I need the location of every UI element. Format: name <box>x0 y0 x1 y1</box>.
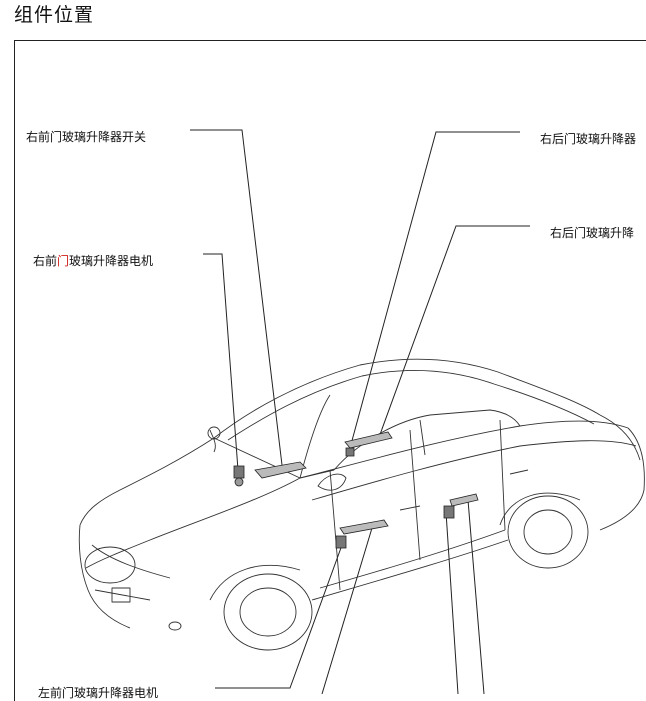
components <box>233 431 479 549</box>
leader-rr-motor <box>377 225 530 441</box>
leader-rr-switch <box>349 131 520 449</box>
leader-lines <box>190 129 530 694</box>
label-rr-window-switch: 右后门玻璃升降器 <box>540 132 637 146</box>
label-rf-window-motor: 右前门玻璃升降器电机 <box>33 254 153 268</box>
leader-lf-switch <box>321 527 373 694</box>
label-rf-suffix: 玻璃升降器电机 <box>69 254 154 268</box>
label-rf-window-switch: 右前门玻璃升降器开关 <box>26 130 147 144</box>
leader-rf-motor <box>203 253 239 471</box>
car-body <box>78 358 645 651</box>
leader-lf-motor <box>215 544 343 689</box>
label-rf-prefix: 右前 <box>33 254 58 268</box>
label-rf-highlight: 门 <box>57 254 70 268</box>
page-title: 组件位置 <box>14 4 95 26</box>
diagram-frame <box>14 40 646 701</box>
leader-lr-motor <box>445 511 459 694</box>
leader-lr-switch <box>467 499 485 694</box>
leader-rf-switch <box>190 129 283 466</box>
label-rr-window-motor: 右后门玻璃升降 <box>550 226 635 240</box>
